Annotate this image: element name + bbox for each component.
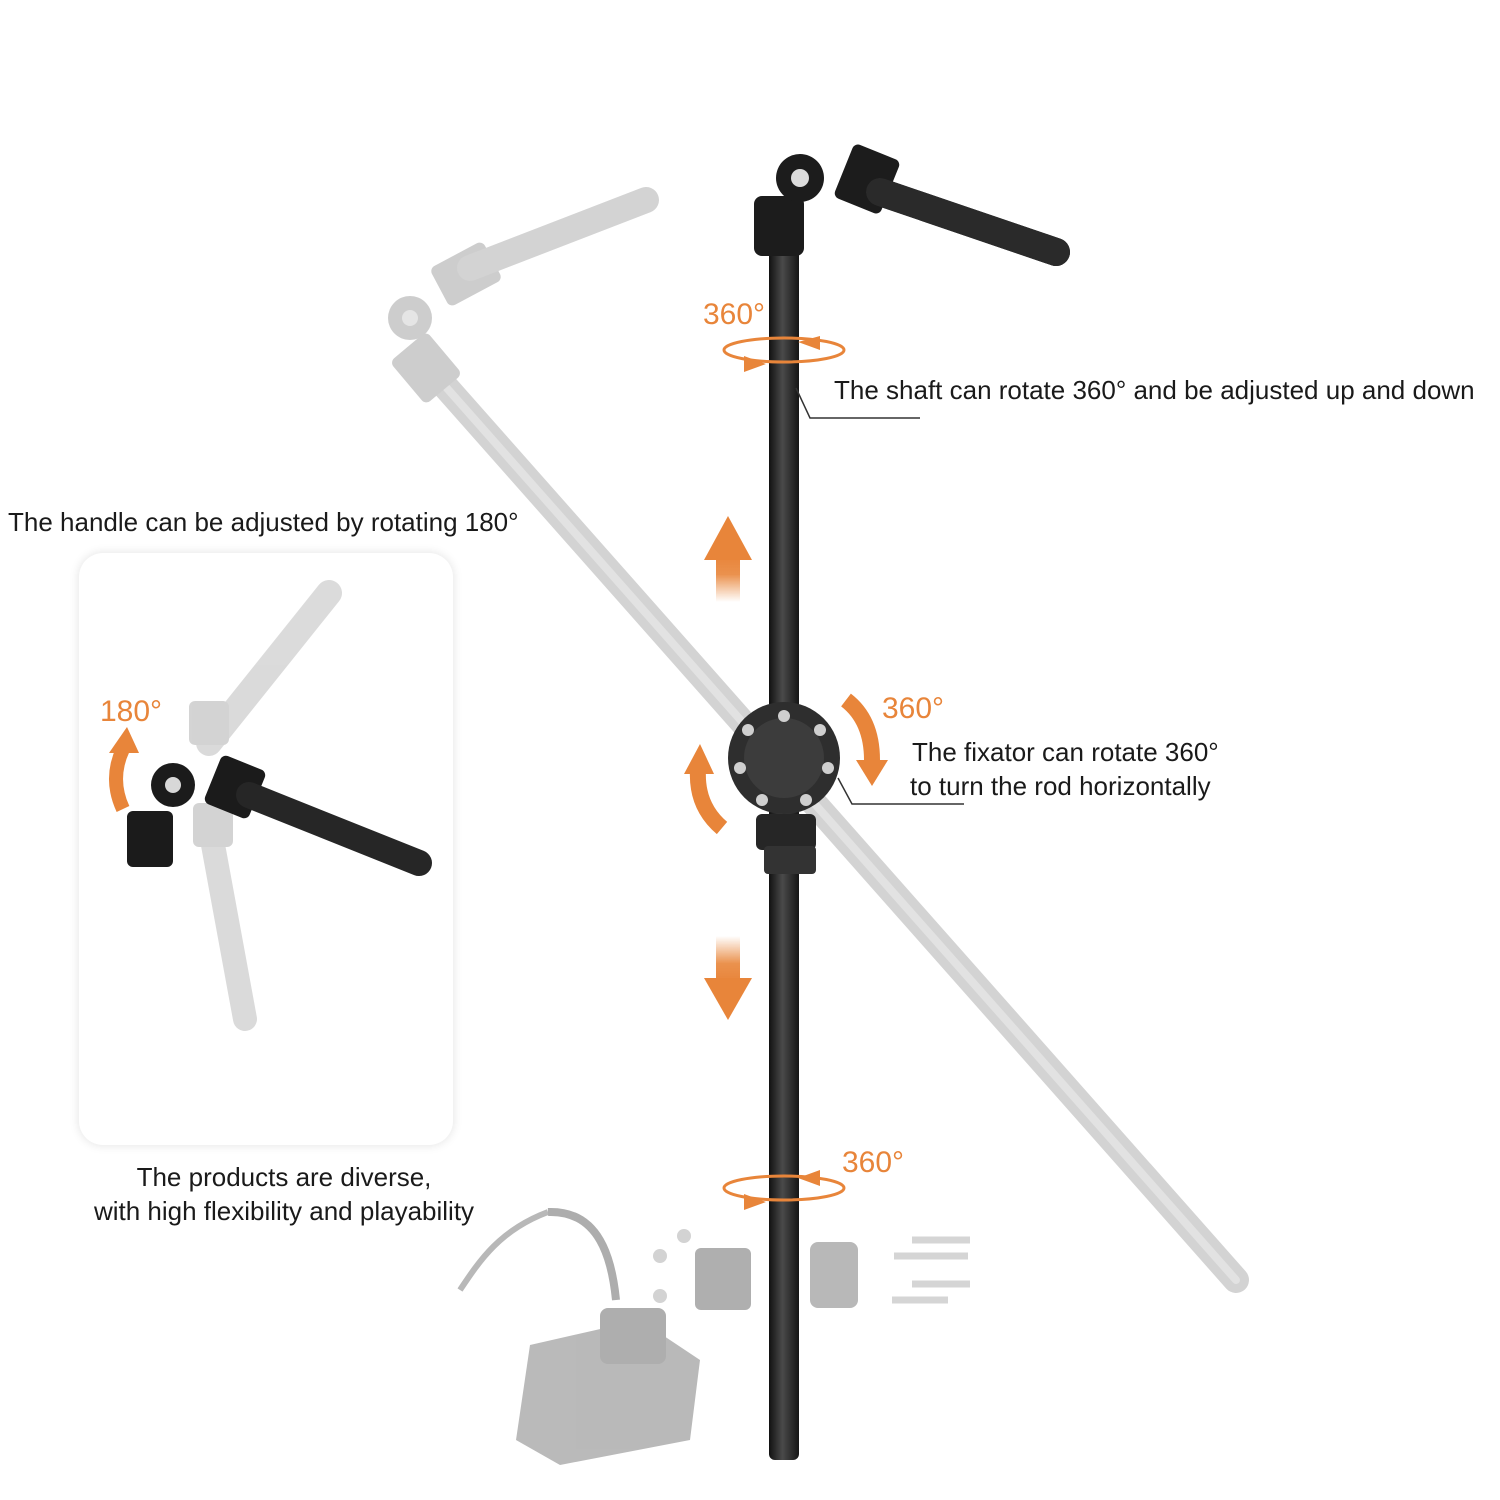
rotation-arrowhead-icon: [744, 336, 820, 1210]
fixator-label-line2: to turn the rod horizontally: [910, 771, 1211, 801]
bottom-rotation-degree: 360°: [842, 1146, 905, 1179]
curved-arrow-icon: [689, 693, 880, 835]
shaft-rotation-label: The shaft can rotate 360° and be adjuste…: [834, 375, 1475, 405]
curved-arrowhead-icon: [684, 744, 888, 786]
handle-detail-illustration: [109, 580, 432, 1145]
leader-lines: [795, 387, 964, 805]
fixator-clamp: [728, 702, 840, 874]
ghost-rotated-rod: [388, 187, 1249, 1293]
rotation-arrow-icon: [722, 336, 846, 1202]
handle-rotation-label: The handle can be adjusted by rotating 1…: [8, 507, 519, 537]
products-label-line1: The products are diverse,: [136, 1162, 432, 1192]
fixator-label-line1: The fixator can rotate 360°: [912, 737, 1219, 767]
handle-detail-inset: [79, 553, 453, 1145]
ghost-mount-parts: [457, 1207, 970, 1465]
ghost-handle-position: [189, 580, 342, 1031]
products-label-line2: with high flexibility and playability: [93, 1196, 475, 1226]
curved-arrow-icon: [109, 727, 139, 812]
fixator-rotation-degree: 360°: [882, 692, 945, 725]
handle-rotation-degree: 180°: [100, 695, 163, 728]
up-arrow-icon: [704, 516, 752, 602]
handle-current-position: [127, 755, 432, 1145]
top-rotation-degree: 360°: [703, 298, 766, 331]
down-arrow-icon: [704, 936, 752, 1020]
